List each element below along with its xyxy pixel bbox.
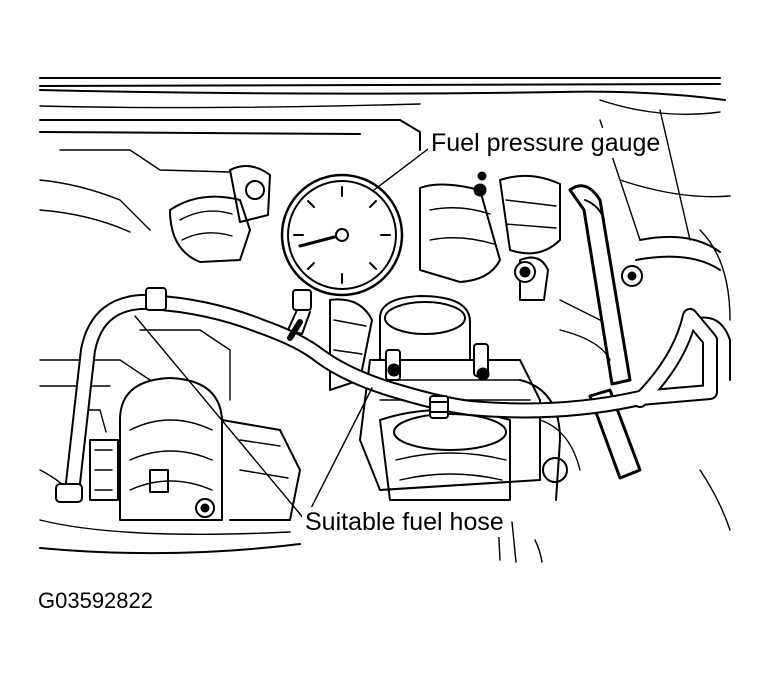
- figure-id: G03592822: [38, 588, 153, 613]
- engine-components-center: [329, 171, 581, 563]
- engine-components-right: [499, 109, 731, 480]
- suitable-fuel-hose: [55, 287, 718, 503]
- leader-lines: [134, 145, 433, 521]
- fuel-pressure-gauge: [280, 173, 404, 335]
- engine-components-left: [79, 165, 301, 521]
- suitable-fuel-hose-label: Suitable fuel hose: [302, 507, 507, 537]
- fuel-pressure-gauge-label: Fuel pressure gauge: [428, 128, 664, 158]
